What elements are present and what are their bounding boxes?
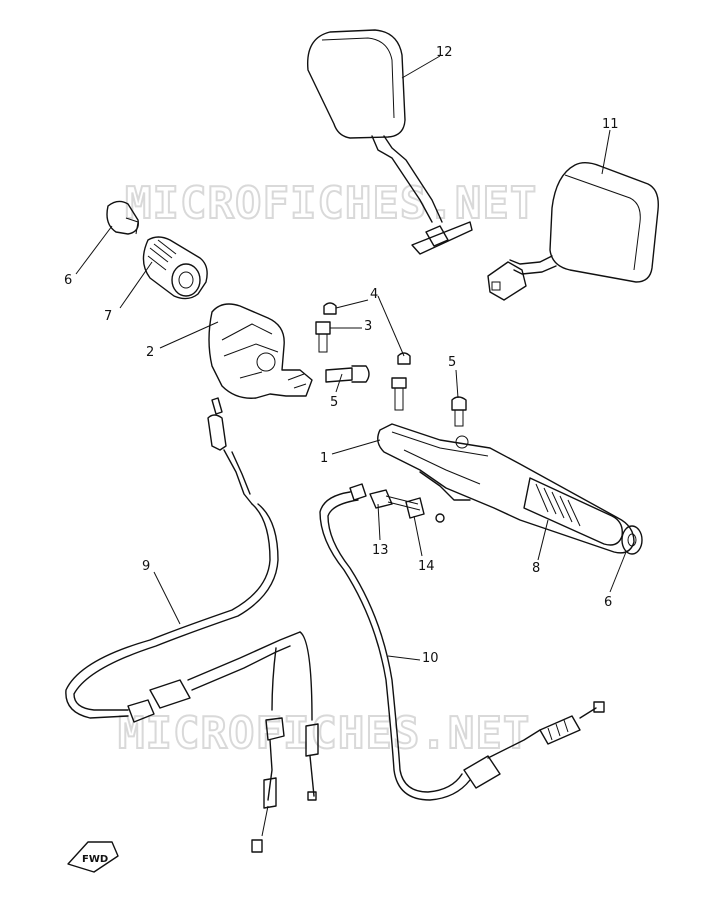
- bolt-5-left-part[interactable]: [325, 365, 370, 383]
- nut-14-part[interactable]: [405, 497, 445, 523]
- clutch-cable-10-part[interactable]: [319, 483, 605, 801]
- bolt-5-right-part[interactable]: [451, 396, 467, 427]
- callout-6-bottom: 6: [604, 595, 612, 610]
- throttle-housing-part[interactable]: [208, 303, 313, 399]
- callout-12: 12: [436, 45, 453, 60]
- callout-numbers: 12 11 6 7 4 3 2 5 5 1 13 14 8 6 9 10: [64, 45, 619, 666]
- adjuster-bolt-13-part[interactable]: [369, 489, 421, 511]
- bolt-center-part[interactable]: [391, 377, 407, 411]
- forward-direction-indicator: FWD: [67, 841, 119, 873]
- handlebar-part[interactable]: [377, 423, 635, 554]
- callout-9: 9: [142, 559, 150, 574]
- leader-lines: [75, 55, 627, 837]
- watermark-bottom: MICROFICHES.NET: [118, 708, 530, 759]
- callout-5-right: 5: [448, 355, 456, 370]
- bar-end-weight-left-part[interactable]: [106, 200, 139, 235]
- callout-2: 2: [146, 345, 154, 360]
- callout-11: 11: [602, 117, 619, 132]
- screw-4-top-part[interactable]: [323, 302, 337, 315]
- callout-14: 14: [418, 559, 435, 574]
- mirror-right-part[interactable]: [487, 162, 659, 301]
- callout-1: 1: [320, 451, 328, 466]
- throttle-cable-9-part[interactable]: [65, 397, 319, 853]
- callout-13: 13: [372, 543, 389, 558]
- mirror-left-part[interactable]: [306, 29, 473, 255]
- right-grip-part[interactable]: [523, 477, 643, 555]
- callout-7: 7: [104, 309, 112, 324]
- callout-6-top: 6: [64, 273, 72, 288]
- callout-5-left: 5: [330, 395, 338, 410]
- callout-3: 3: [364, 319, 372, 334]
- screw-4-bottom-part[interactable]: [397, 352, 411, 365]
- fwd-label: FWD: [82, 854, 108, 865]
- callout-8: 8: [532, 561, 540, 576]
- watermark-top: MICROFICHES.NET: [125, 178, 537, 229]
- screw-3-part[interactable]: [315, 321, 331, 353]
- left-grip-part[interactable]: [142, 236, 208, 300]
- callout-4: 4: [370, 287, 378, 302]
- callout-10: 10: [422, 651, 439, 666]
